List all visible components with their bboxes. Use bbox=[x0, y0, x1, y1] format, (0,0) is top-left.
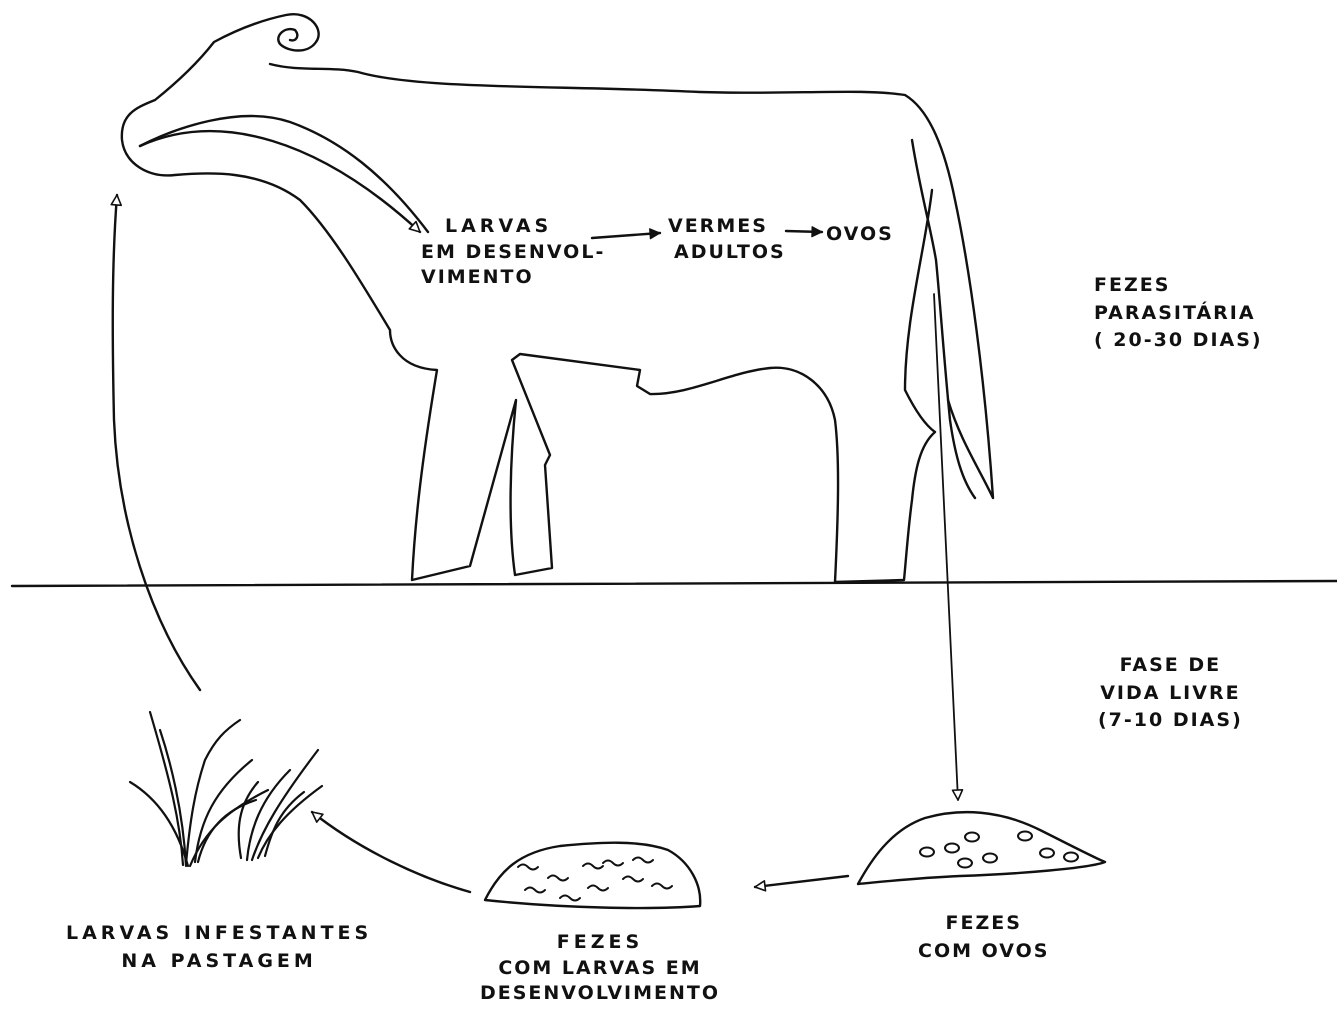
infective-line-1: LARVAS INFESTANTES bbox=[66, 920, 372, 948]
feces-eggs-line-1: FEZES bbox=[918, 910, 1049, 938]
feces-larvae-line-2: COM LARVAS EM bbox=[470, 956, 730, 982]
feces-with-eggs bbox=[858, 812, 1105, 884]
feces-with-larvae bbox=[485, 843, 700, 908]
label-larvae-developing: LARVAS EM DESENVOL- VIMENTO bbox=[421, 214, 605, 291]
label-parasitic-phase: FEZES PARASITÁRIA ( 20-30 DIAS) bbox=[1094, 272, 1263, 355]
arrow-worms-to-eggs bbox=[786, 231, 822, 232]
parasitic-line-2: PARASITÁRIA bbox=[1094, 300, 1263, 328]
arrow-to-larvae bbox=[140, 131, 420, 232]
label-feces-with-eggs: FEZES COM OVOS bbox=[918, 910, 1049, 965]
arrow-eggs-to-larvae-feces bbox=[755, 876, 848, 887]
label-free-living-phase: FASE DE VIDA LIVRE (7-10 DIAS) bbox=[1098, 652, 1243, 735]
infective-line-2: NA PASTAGEM bbox=[66, 948, 372, 976]
pasture-grass bbox=[130, 712, 322, 866]
adult-worms-line-1: VERMES bbox=[668, 214, 786, 240]
ground-line bbox=[12, 581, 1337, 586]
larvae-marks bbox=[518, 858, 672, 901]
free-living-line-1: FASE DE bbox=[1098, 652, 1243, 680]
feces-eggs-line-2: COM OVOS bbox=[918, 938, 1049, 966]
label-infective-larvae: LARVAS INFESTANTES NA PASTAGEM bbox=[66, 920, 372, 975]
free-living-line-2: VIDA LIVRE bbox=[1098, 680, 1243, 708]
label-adult-worms: VERMES ADULTOS bbox=[668, 214, 786, 265]
parasitic-line-3: ( 20-30 DIAS) bbox=[1094, 327, 1263, 355]
feces-larvae-line-3: DESENVOLVIMENTO bbox=[470, 981, 730, 1007]
free-living-line-3: (7-10 DIAS) bbox=[1098, 707, 1243, 735]
arrow-larvae-feces-to-pasture bbox=[312, 812, 470, 892]
arrow-pasture-to-host bbox=[113, 195, 200, 690]
label-eggs: OVOS bbox=[826, 222, 894, 248]
larvae-line-1: LARVAS bbox=[421, 214, 605, 240]
parasitic-line-1: FEZES bbox=[1094, 272, 1263, 300]
larvae-line-3: VIMENTO bbox=[421, 265, 605, 291]
larvae-line-2: EM DESENVOL- bbox=[421, 240, 605, 266]
label-feces-with-larvae: FEZES COM LARVAS EM DESENVOLVIMENTO bbox=[470, 930, 730, 1007]
feces-larvae-line-1: FEZES bbox=[470, 930, 730, 956]
cattle-outline bbox=[122, 14, 993, 582]
adult-worms-line-2: ADULTOS bbox=[668, 240, 786, 266]
